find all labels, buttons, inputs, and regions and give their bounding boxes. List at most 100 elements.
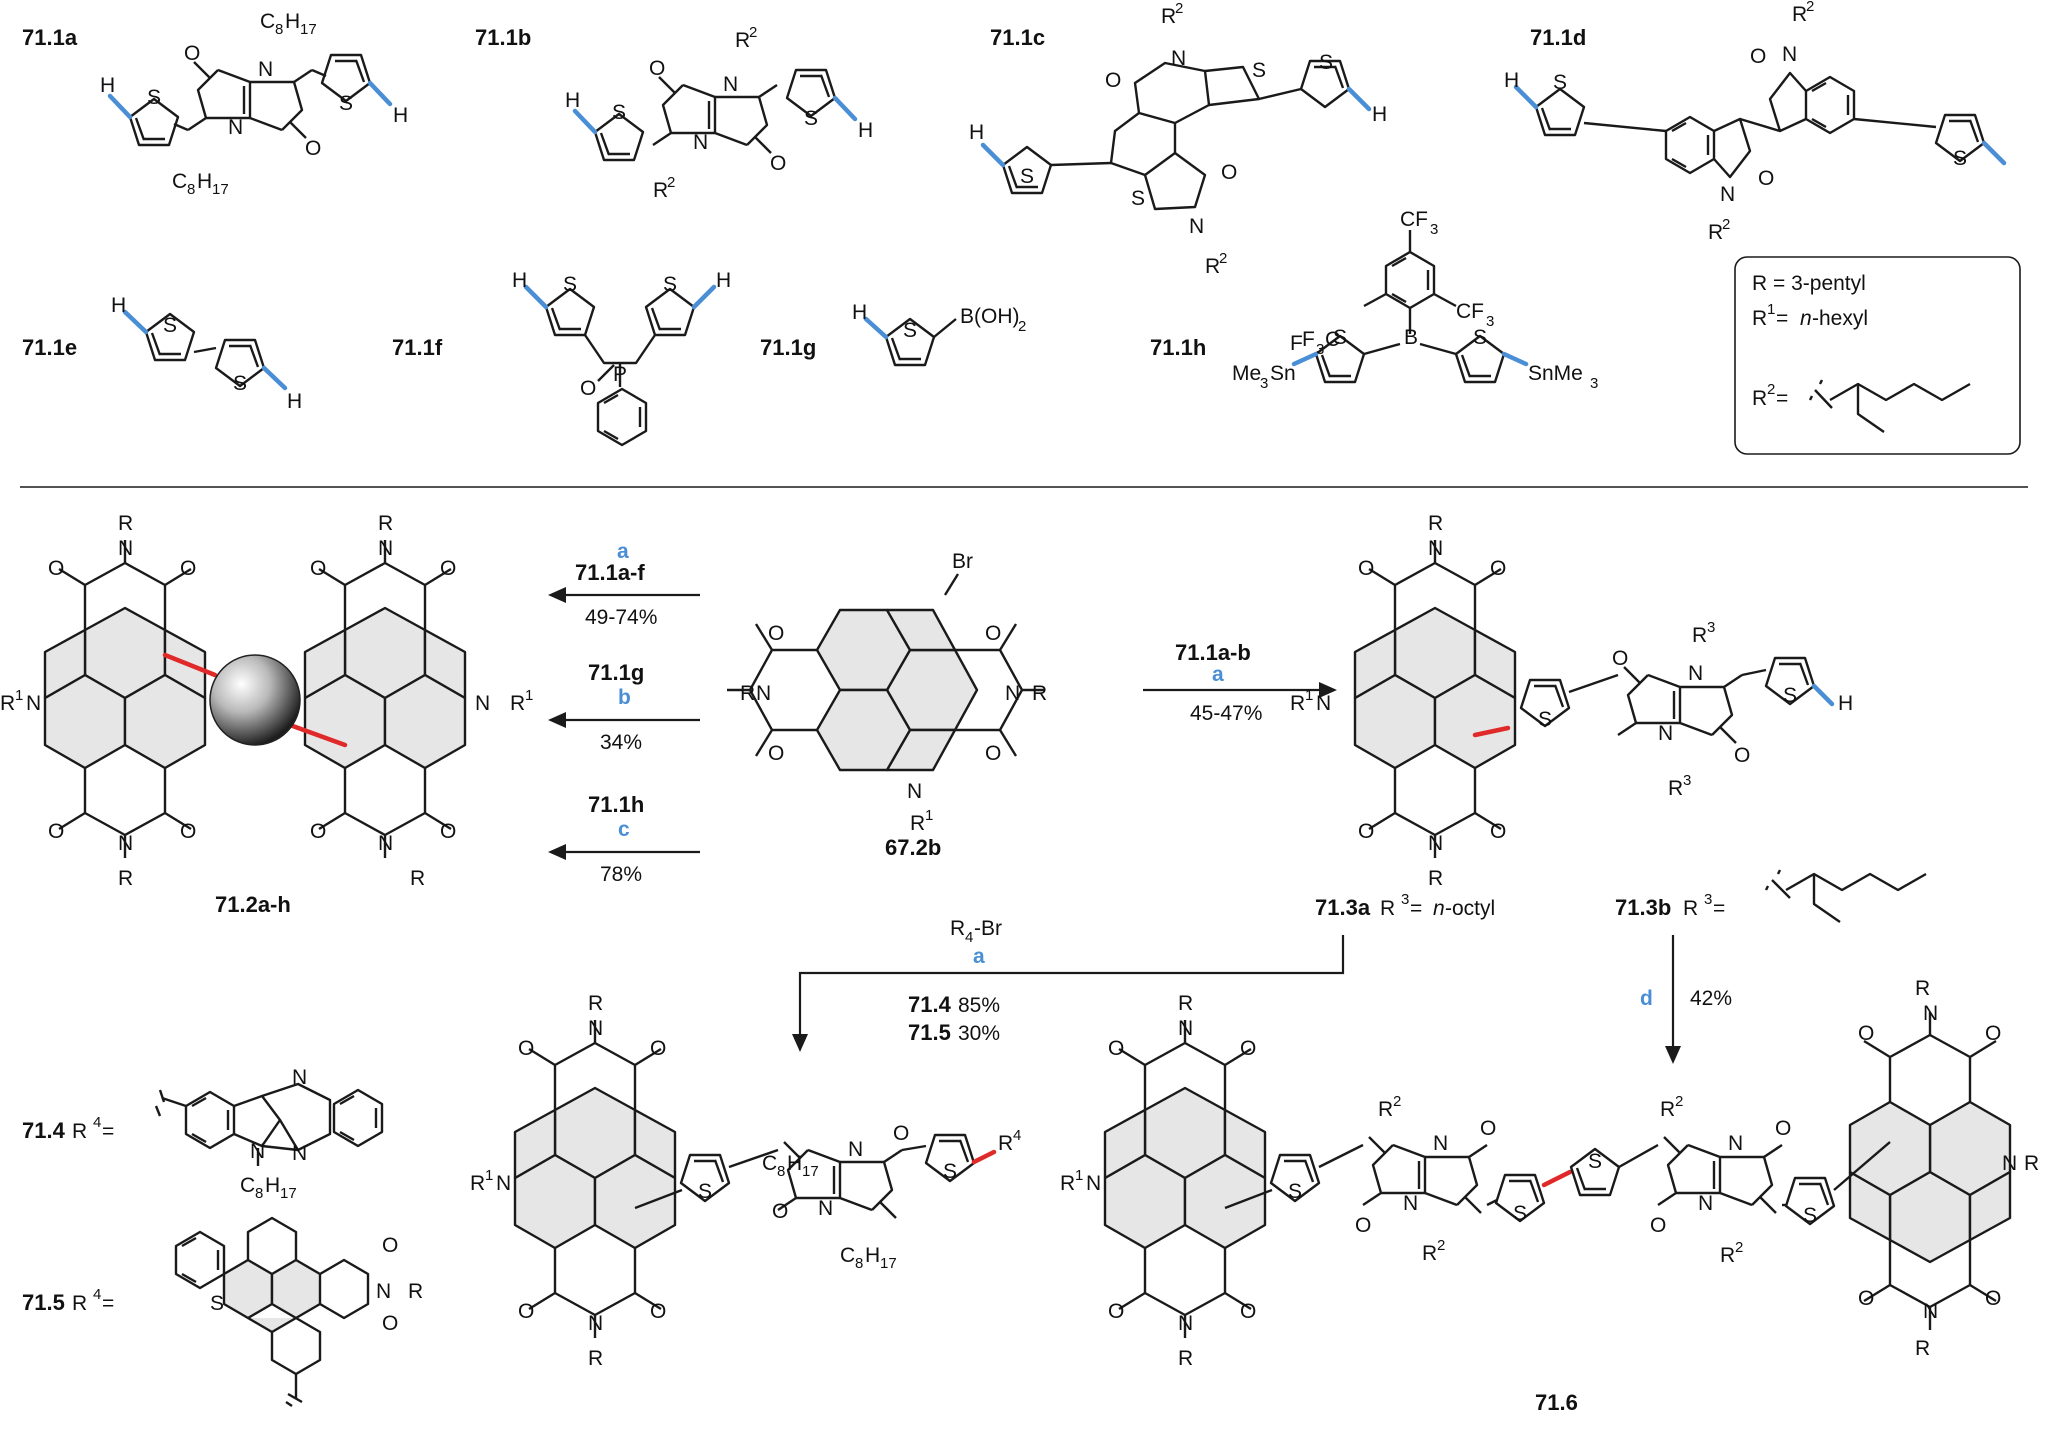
svg-text:R: R <box>0 692 15 715</box>
svg-text:O: O <box>1358 557 1374 580</box>
svg-text:C: C <box>172 170 187 193</box>
svg-text:S: S <box>612 101 626 124</box>
svg-text:4: 4 <box>93 1286 101 1303</box>
r3a-annotation: R 3 = n -octyl <box>1380 891 1495 920</box>
svg-text:1: 1 <box>1075 1167 1083 1184</box>
svg-text:O: O <box>985 742 1001 765</box>
svg-text:R: R <box>1720 1244 1735 1267</box>
svg-text:R: R <box>408 1280 423 1303</box>
substituent-legend: R = 3-pentyl R 1 = n -hexyl R 2 = <box>1734 256 2021 455</box>
svg-text:S: S <box>1288 1180 1302 1203</box>
svg-text:N: N <box>1403 1192 1418 1215</box>
arrow2-yield: 34% <box>600 731 642 754</box>
arrow2-step: b <box>618 686 631 709</box>
compound-label-71-4: 71.4 <box>22 1118 66 1143</box>
structure-71-1a: H H S S O O N N C 8 H 17 C 8 H 17 <box>100 10 408 198</box>
svg-text:R: R <box>1060 1172 1075 1195</box>
svg-text:S: S <box>1252 59 1266 82</box>
svg-text:30%: 30% <box>958 1022 1000 1045</box>
svg-text:17: 17 <box>802 1163 819 1180</box>
svg-text:N: N <box>723 73 738 96</box>
svg-text:O: O <box>1108 1300 1124 1323</box>
svg-text:S: S <box>563 273 577 296</box>
svg-text:S: S <box>1473 326 1487 349</box>
svg-text:O: O <box>1750 45 1766 68</box>
svg-text:3: 3 <box>1683 772 1691 789</box>
svg-text:N: N <box>1189 215 1204 238</box>
svg-text:=: = <box>1776 307 1788 330</box>
svg-text:O: O <box>180 557 196 580</box>
arrow4-step: a <box>1212 663 1224 686</box>
svg-text:R: R <box>588 992 603 1015</box>
svg-text:S: S <box>1333 326 1347 349</box>
structure-71-5-substituent: S O O N R <box>174 1216 423 1407</box>
svg-text:S: S <box>233 372 247 395</box>
svg-text:N: N <box>1720 183 1735 206</box>
svg-text:O: O <box>1775 1117 1791 1140</box>
structure-71-1d: H S S N N O O R 2 R 2 <box>1504 0 2007 244</box>
svg-text:N: N <box>1728 1132 1743 1155</box>
svg-text:4: 4 <box>965 929 973 946</box>
svg-text:n: n <box>1800 307 1812 330</box>
svg-text:R: R <box>588 1347 603 1370</box>
svg-text:3: 3 <box>1260 375 1268 392</box>
svg-text:H: H <box>1372 103 1387 126</box>
svg-text:R: R <box>735 29 750 52</box>
svg-text:R: R <box>2024 1152 2039 1175</box>
svg-text:H: H <box>716 269 731 292</box>
svg-text:O: O <box>184 42 200 65</box>
svg-text:C: C <box>762 1152 777 1175</box>
svg-text:O: O <box>1490 557 1506 580</box>
svg-text:N: N <box>378 832 393 855</box>
svg-text:R: R <box>1290 692 1305 715</box>
svg-text:O: O <box>180 820 196 843</box>
svg-text:3: 3 <box>1316 341 1324 358</box>
structure-71-1g: H S B(OH) 2 <box>852 301 1026 367</box>
svg-text:S: S <box>1588 1150 1602 1173</box>
r4-annotation-71-5: R 4 = <box>72 1286 114 1315</box>
svg-text:N: N <box>118 832 133 855</box>
svg-text:8: 8 <box>187 181 195 198</box>
svg-text:2: 2 <box>1393 1093 1401 1110</box>
core-sphere-icon <box>209 654 301 746</box>
svg-text:CF: CF <box>1456 300 1484 323</box>
svg-text:4: 4 <box>93 1114 101 1131</box>
svg-text:3: 3 <box>1590 375 1598 392</box>
svg-text:F: F <box>1290 332 1303 355</box>
arrow5-step: a <box>973 945 985 968</box>
svg-text:N: N <box>292 1142 307 1165</box>
svg-text:N: N <box>588 1017 603 1040</box>
svg-text:R: R <box>1032 682 1047 705</box>
svg-text:B: B <box>1404 326 1418 349</box>
svg-text:N: N <box>848 1138 863 1161</box>
svg-text:-Br: -Br <box>974 917 1002 940</box>
svg-text:71.5: 71.5 <box>908 1020 951 1045</box>
svg-text:R: R <box>1683 897 1698 920</box>
svg-text:2: 2 <box>667 174 675 191</box>
svg-text:3: 3 <box>1401 891 1409 908</box>
svg-text:N: N <box>1923 1300 1938 1323</box>
svg-text:R: R <box>1378 1098 1393 1121</box>
svg-text:H: H <box>865 1244 880 1267</box>
arrow-to-71-4-5 <box>792 935 1345 1052</box>
svg-text:2: 2 <box>749 24 757 41</box>
svg-text:O: O <box>650 1037 666 1060</box>
svg-text:3: 3 <box>1430 221 1438 238</box>
svg-text:H: H <box>100 74 115 97</box>
svg-text:N: N <box>1428 537 1443 560</box>
svg-text:O: O <box>518 1300 534 1323</box>
compound-label-71-1b: 71.1b <box>475 25 531 50</box>
svg-text:R: R <box>1660 1098 1675 1121</box>
svg-text:O: O <box>382 1312 398 1335</box>
structure-71-1b: H H S S O O N N R 2 R 2 <box>565 24 873 202</box>
structure-71-1h: B S S CF 3 F CF 3 Me 3 Sn SnMe 3 <box>1232 208 1598 392</box>
svg-text:N: N <box>1782 43 1797 66</box>
svg-text:R: R <box>378 512 393 535</box>
svg-text:O: O <box>1734 744 1750 767</box>
svg-text:O: O <box>1985 1287 2001 1310</box>
svg-text:R: R <box>1752 387 1767 410</box>
svg-text:O: O <box>893 1122 909 1145</box>
svg-text:2: 2 <box>1437 1237 1445 1254</box>
svg-text:R: R <box>1380 897 1395 920</box>
arrow1-yield: 49-74% <box>585 606 657 629</box>
